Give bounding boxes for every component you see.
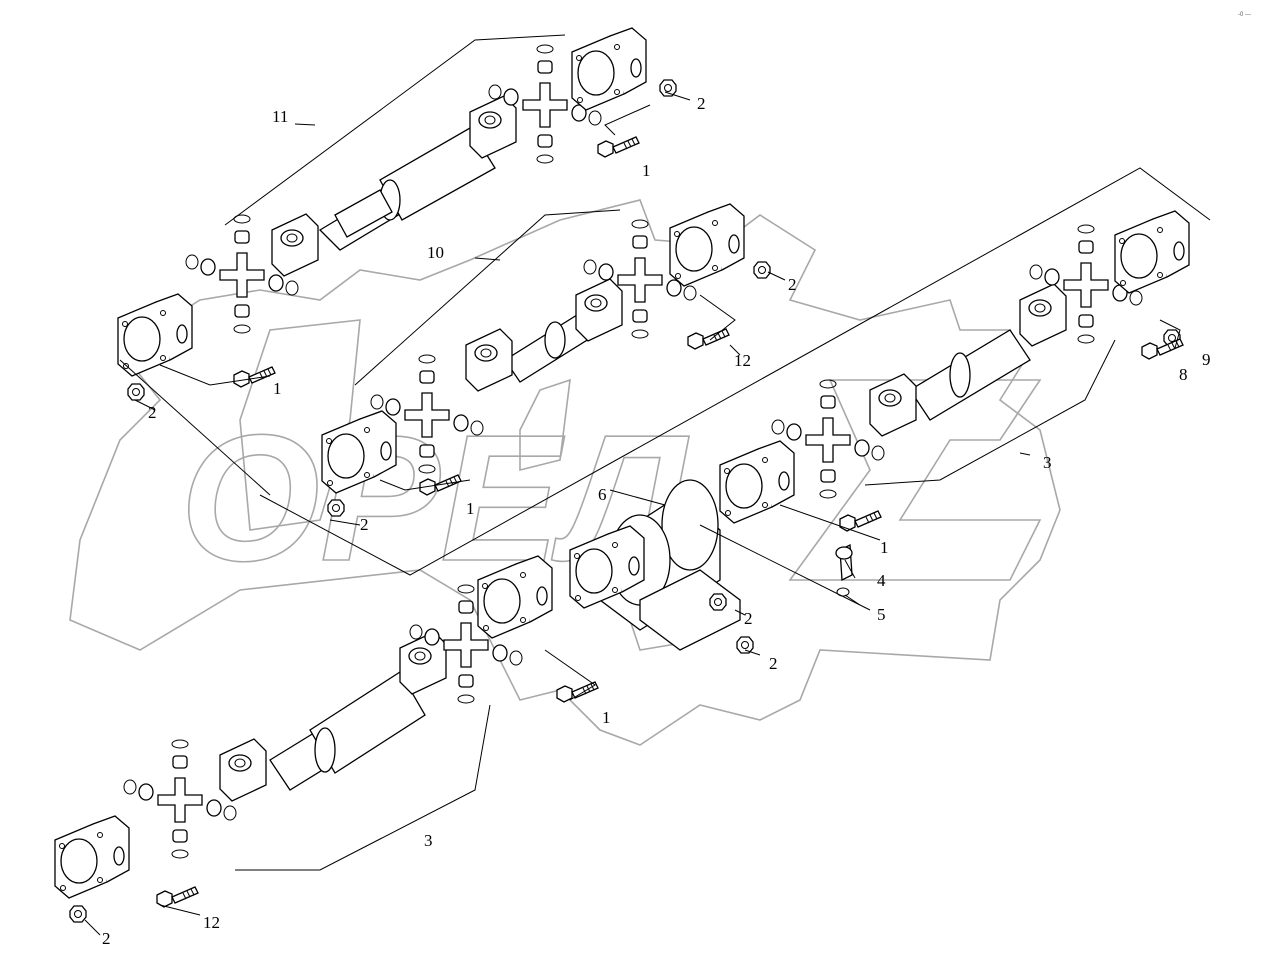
callout-10: 10 <box>427 243 444 262</box>
callout-1: 1 <box>466 499 475 518</box>
shaft-10-assembly <box>321 203 771 517</box>
callout-numbers: 11 2 1 10 2 12 1 2 9 8 3 6 1 2 1 4 5 2 2… <box>102 94 1211 948</box>
callout-9: 9 <box>1202 350 1211 369</box>
leader-lines <box>84 34 1211 936</box>
callout-4: 4 <box>877 571 886 590</box>
callout-2: 2 <box>697 94 706 113</box>
callout-1: 1 <box>880 538 889 557</box>
callout-3: 3 <box>424 831 433 850</box>
callout-1: 1 <box>602 708 611 727</box>
callout-5: 5 <box>877 605 886 624</box>
center-support-bearing <box>569 479 853 654</box>
callout-12: 12 <box>203 913 220 932</box>
callout-3: 3 <box>1043 453 1052 472</box>
shaft-11-assembly <box>117 27 677 401</box>
callout-12: 12 <box>734 351 751 370</box>
callout-11: 11 <box>272 107 288 126</box>
corner-mark: -0 --- <box>1238 12 1251 18</box>
callout-2: 2 <box>148 403 157 422</box>
callout-8: 8 <box>1179 365 1188 384</box>
callout-1: 1 <box>273 379 282 398</box>
callout-6: 6 <box>598 485 607 504</box>
callout-2: 2 <box>360 515 369 534</box>
callout-2: 2 <box>769 654 778 673</box>
callout-2: 2 <box>744 609 753 628</box>
callout-2: 2 <box>102 929 111 948</box>
callout-1: 1 <box>642 161 651 180</box>
callout-2: 2 <box>788 275 797 294</box>
shaft-3-lower-assembly <box>54 555 599 923</box>
shaft-3-upper-assembly <box>719 210 1190 532</box>
